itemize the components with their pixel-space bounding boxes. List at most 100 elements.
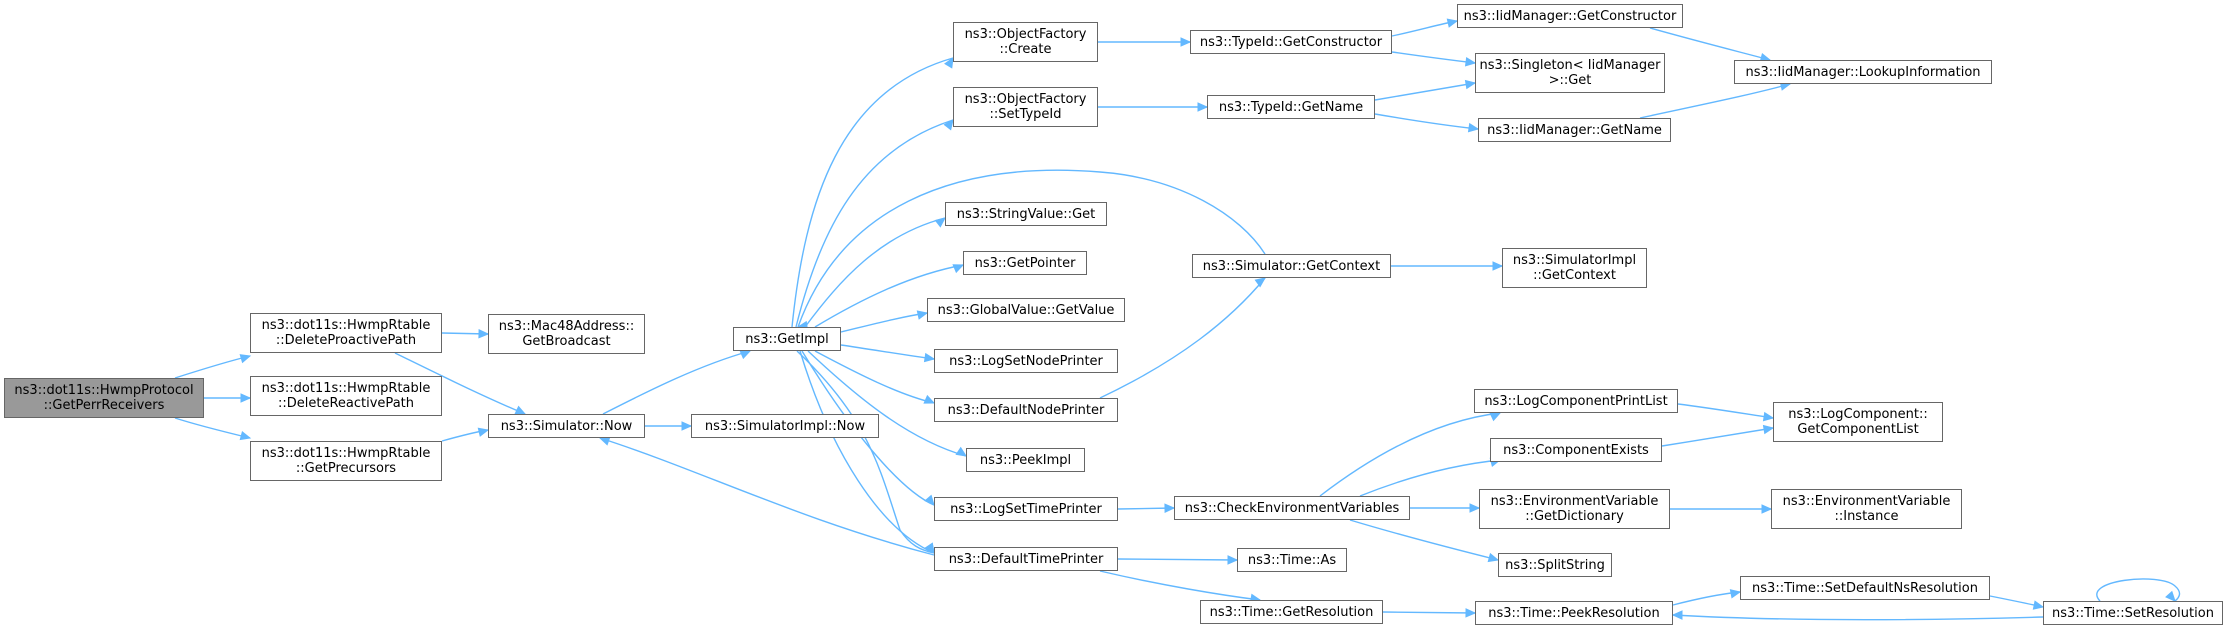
edge-root-delproactive: [174, 354, 252, 379]
edge-timesetdefaultns-timesetresolution: [1989, 595, 2045, 610]
edge-delproactive-mac48: [441, 329, 490, 339]
edge-getimpl-logsettimeprinter-line: [801, 350, 935, 506]
node-logsetnodeprinter[interactable]: ns3::LogSetNodePrinter: [934, 349, 1118, 373]
edge-typeidgetconstructor-iidgetconstructor-arrowhead: [1446, 18, 1459, 28]
edge-simnow-simimplnow-arrowhead: [681, 421, 693, 431]
node-typeid-getname[interactable]: ns3::TypeId::GetName: [1207, 95, 1375, 119]
node-iidmanager-getname[interactable]: ns3::IidManager::GetName: [1478, 118, 1671, 142]
node-time-setdefaultnsresolution[interactable]: ns3::Time::SetDefaultNsResolution: [1740, 576, 1990, 600]
edge-root-getprecursors-arrowhead: [239, 430, 252, 441]
node-simulatorimpl-getcontext[interactable]: ns3::SimulatorImpl::GetContext: [1502, 248, 1647, 288]
edge-timesetresolution-self-arrowhead: [2165, 590, 2176, 602]
node-splitstring[interactable]: ns3::SplitString: [1498, 553, 1612, 577]
node-simulatorimpl-now[interactable]: ns3::SimulatorImpl::Now: [691, 414, 879, 438]
edge-defaulttimeprinter-simnow-line: [599, 437, 935, 556]
node-logcomponentprintlist[interactable]: ns3::LogComponentPrintList: [1474, 389, 1678, 413]
edge-root-getprecursors: [174, 417, 252, 441]
node-objectfactory-settypeid[interactable]: ns3::ObjectFactory::SetTypeId: [953, 87, 1098, 127]
edge-ofcreate-typeidgetconstructor: [1098, 37, 1192, 47]
edge-timesetresolution-timepeekresolution-arrowhead: [1671, 610, 1683, 620]
node-delete-reactive-path[interactable]: ns3::dot11s::HwmpRtable::DeleteReactiveP…: [250, 376, 442, 416]
edge-timegetresolution-timepeekresolution-line: [1382, 611, 1476, 614]
edge-envvargetdict-envvarinstance-arrowhead: [1761, 504, 1773, 514]
edge-getimpl-defaulttimeprinter: [799, 350, 935, 555]
edge-typeidgetconstructor-singletonget: [1391, 51, 1477, 67]
edge-logcompprintlist-logcompgetlist-line: [1677, 403, 1774, 419]
edge-timesetresolution-self: [2096, 578, 2181, 602]
node-getimpl[interactable]: ns3::GetImpl: [733, 327, 841, 351]
edge-iidgetname-iidlookupinfo-line: [1639, 83, 1791, 119]
edge-getimpl-defaultnodeprinter: [814, 350, 936, 404]
edge-componentexists-logcompgetlist-line: [1661, 427, 1774, 447]
edge-getimpl-logsetnodeprinter-arrowhead: [923, 352, 936, 363]
node-time-as[interactable]: ns3::Time::As: [1237, 548, 1347, 572]
edge-getimpl-globalvalueget: [840, 310, 929, 333]
edge-getimpl-ofsettypeid-arrowhead: [943, 119, 954, 131]
node-stringvalue-get[interactable]: ns3::StringValue::Get: [945, 202, 1107, 226]
node-checkenvironmentvariables[interactable]: ns3::CheckEnvironmentVariables: [1174, 496, 1410, 520]
edge-timesetresolution-timepeekresolution-line: [1672, 614, 2044, 621]
node-simulator-getcontext[interactable]: ns3::Simulator::GetContext: [1192, 254, 1391, 278]
edge-typeidgetname-iidgetname-arrowhead: [1467, 122, 1480, 133]
edge-ofsettypeid-typeidgetname-arrowhead: [1197, 102, 1209, 112]
edge-checkenv-logcompprintlist-line: [1319, 412, 1501, 497]
node-logcomponent-getcomponentlist[interactable]: ns3::LogComponent::GetComponentList: [1773, 402, 1943, 442]
edge-checkenv-componentexists-line: [1359, 459, 1501, 497]
node-globalvalue-getvalue[interactable]: ns3::GlobalValue::GetValue: [927, 298, 1125, 322]
edge-checkenv-envvargetdict-arrowhead: [1469, 503, 1481, 513]
edge-delproactive-simnow-arrowhead: [514, 405, 527, 415]
node-getpointer[interactable]: ns3::GetPointer: [963, 251, 1087, 275]
edge-typeidgetconstructor-iidgetconstructor: [1391, 18, 1459, 37]
node-iidmanager-lookupinformation[interactable]: ns3::IidManager::LookupInformation: [1734, 60, 1992, 84]
edge-getprecursors-simnow: [441, 427, 490, 442]
node-get-precursors[interactable]: ns3::dot11s::HwmpRtable::GetPrecursors: [250, 441, 442, 481]
node-mac48-get-broadcast[interactable]: ns3::Mac48Address::GetBroadcast: [488, 314, 645, 354]
edge-getimpl-ofsettypeid: [795, 119, 954, 328]
node-simulator-now[interactable]: ns3::Simulator::Now: [488, 414, 645, 438]
node-logsettimeprinter[interactable]: ns3::LogSetTimePrinter: [934, 497, 1118, 521]
node-objectfactory-create[interactable]: ns3::ObjectFactory::Create: [953, 22, 1098, 62]
edge-typeidgetname-singletonget-arrowhead: [1464, 79, 1477, 90]
edge-getimpl-getpointer-arrowhead: [952, 264, 965, 274]
edge-timesetdefaultns-timesetresolution-arrowhead: [2032, 600, 2045, 610]
node-environmentvariable-getdictionary[interactable]: ns3::EnvironmentVariable::GetDictionary: [1479, 489, 1670, 529]
edge-defaultnodeprinter-simgetcontext-line: [1099, 277, 1266, 399]
node-typeid-getconstructor[interactable]: ns3::TypeId::GetConstructor: [1190, 30, 1392, 54]
node-componentexists[interactable]: ns3::ComponentExists: [1490, 438, 1662, 462]
node-time-peekresolution[interactable]: ns3::Time::PeekResolution: [1475, 601, 1673, 625]
edge-getimpl-getpointer: [814, 264, 965, 328]
node-singleton-iidmanager-get[interactable]: ns3::Singleton< IidManager >::Get: [1475, 53, 1665, 93]
node-iidmanager-getconstructor[interactable]: ns3::IidManager::GetConstructor: [1457, 4, 1683, 28]
edge-checkenv-logcompprintlist-arrowhead: [1489, 412, 1502, 422]
edge-getimpl-simgetcontext-line: [797, 169, 1266, 328]
edge-defaultnodeprinter-simgetcontext-arrowhead: [1254, 277, 1266, 288]
edge-checkenv-splitstring-arrowhead: [1487, 552, 1500, 563]
node-defaulttimeprinter[interactable]: ns3::DefaultTimePrinter: [934, 547, 1118, 571]
edge-componentexists-logcompgetlist-arrowhead: [1762, 424, 1775, 435]
edge-defaulttimeprinter-timeas-arrowhead: [1227, 555, 1239, 565]
edge-getimpl-ofcreate-arrowhead: [944, 56, 954, 69]
edge-checkenv-logcompprintlist: [1319, 412, 1502, 497]
edge-logsettimeprinter-checkenv: [1117, 503, 1176, 513]
node-delete-proactive-path[interactable]: ns3::dot11s::HwmpRtable::DeleteProactive…: [250, 313, 442, 353]
node-defaultnodeprinter[interactable]: ns3::DefaultNodePrinter: [934, 398, 1118, 422]
node-environmentvariable-instance[interactable]: ns3::EnvironmentVariable::Instance: [1771, 489, 1962, 529]
edge-ofsettypeid-typeidgetname: [1098, 102, 1209, 112]
edge-delproactive-simnow: [394, 352, 527, 415]
node-time-setresolution[interactable]: ns3::Time::SetResolution: [2043, 601, 2223, 625]
edge-typeidgetname-singletonget-line: [1374, 82, 1476, 101]
edge-simnow-simimplnow: [645, 421, 693, 431]
edge-getimpl-peekimpl: [807, 350, 968, 457]
edge-timesetresolution-timepeekresolution: [1671, 610, 2044, 621]
edge-getimpl-stringvalueget: [804, 217, 946, 328]
edge-defaulttimeprinter-simnow: [598, 436, 935, 556]
edge-getimpl-defaulttimeprinter-2-line: [796, 350, 935, 554]
node-peekimpl[interactable]: ns3::PeekImpl: [966, 448, 1085, 472]
edge-getimpl-logsetnodeprinter: [840, 344, 936, 363]
node-time-getresolution[interactable]: ns3::Time::GetResolution: [1200, 600, 1383, 624]
edge-simnow-getimpl: [602, 350, 752, 415]
edge-getimpl-logsetnodeprinter-line: [840, 344, 935, 360]
edge-logcompprintlist-logcompgetlist: [1677, 403, 1775, 422]
